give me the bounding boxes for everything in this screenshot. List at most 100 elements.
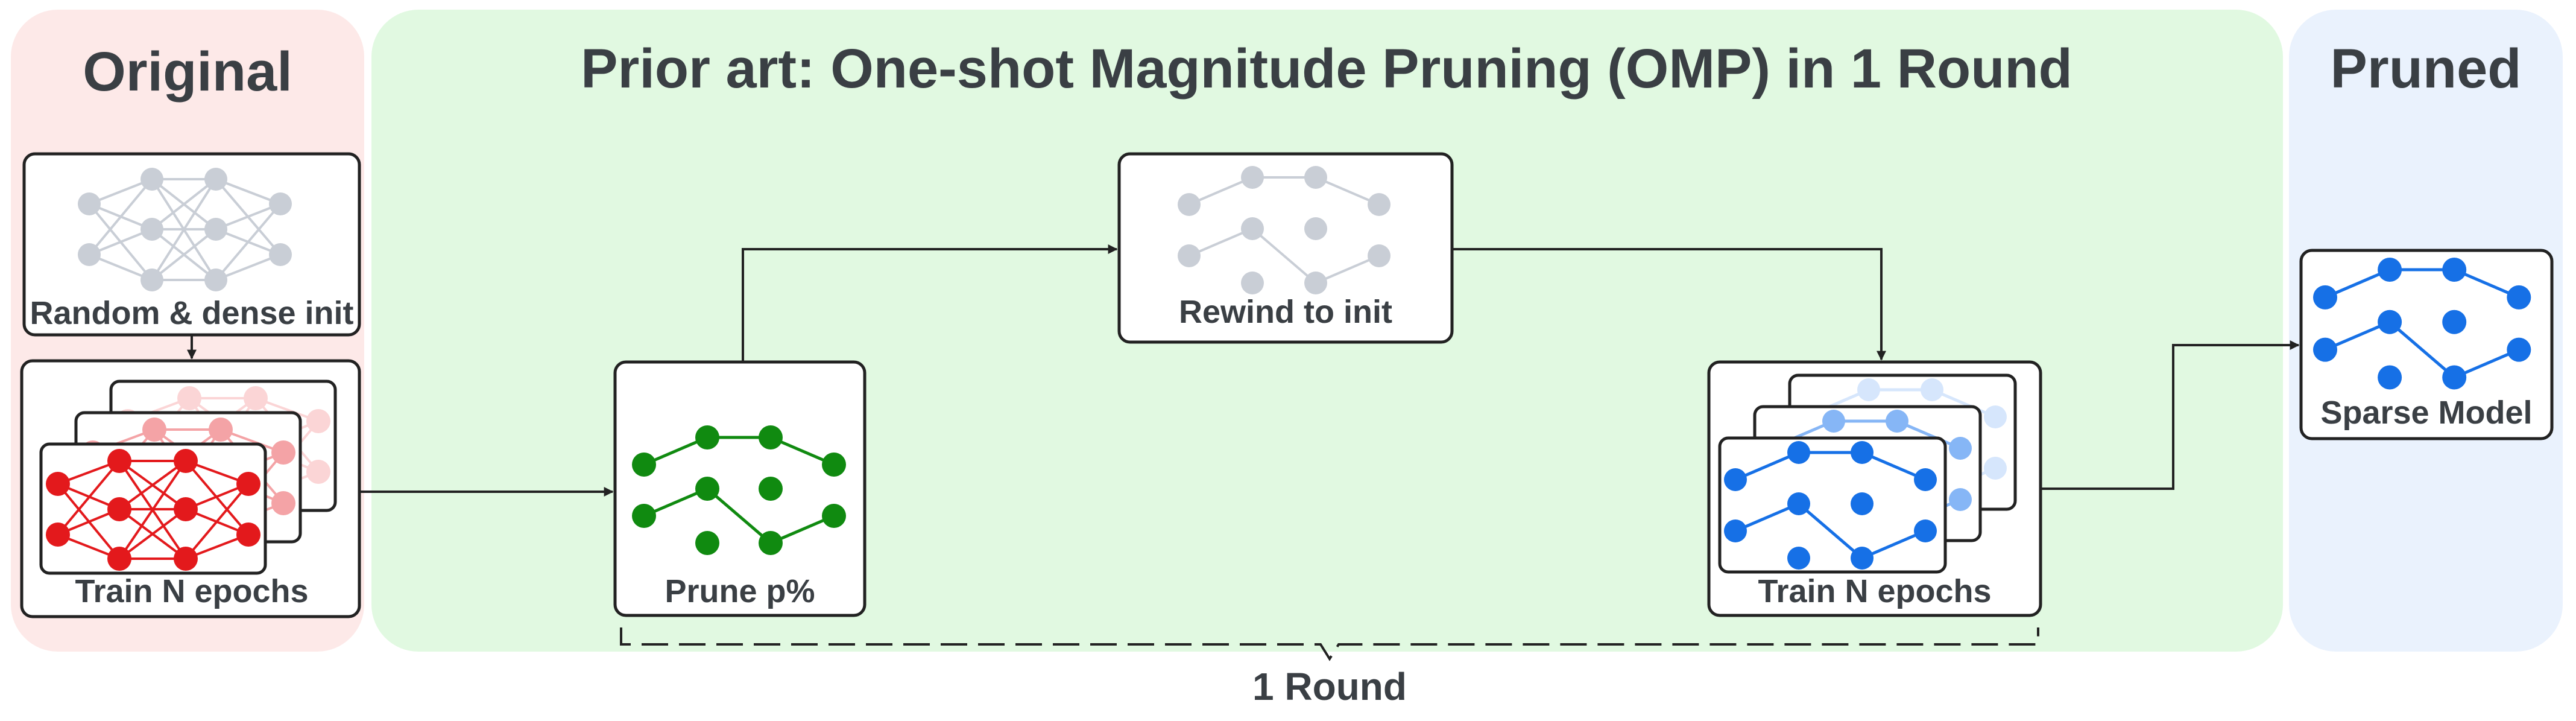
train-retrain-label: Train N epochs bbox=[1758, 573, 1991, 609]
network-node bbox=[2442, 365, 2467, 390]
network-node bbox=[306, 460, 330, 484]
network-node bbox=[695, 425, 719, 449]
network-edge bbox=[1896, 419, 1961, 450]
network-edge bbox=[151, 178, 217, 281]
dense-network-icon bbox=[78, 168, 292, 291]
gray-sparse-network-icon bbox=[1178, 166, 1391, 294]
round-brace bbox=[620, 627, 2039, 661]
network-node bbox=[107, 547, 131, 571]
network-edge bbox=[1931, 388, 1996, 419]
network-node bbox=[1241, 217, 1264, 240]
network-edge bbox=[215, 178, 281, 205]
network-node bbox=[2378, 310, 2402, 334]
network-edge bbox=[88, 178, 153, 256]
rewind-label: Rewind to init bbox=[1179, 294, 1392, 330]
network-edge bbox=[1735, 451, 1799, 481]
network-node bbox=[174, 547, 198, 571]
network-edge bbox=[1861, 451, 1926, 481]
train-to-sparse-arrow bbox=[2042, 340, 2300, 490]
network-node bbox=[236, 472, 260, 496]
network-node bbox=[174, 449, 198, 473]
random-init-box: Random & dense init bbox=[22, 152, 361, 337]
network-edge bbox=[215, 203, 282, 281]
network-node bbox=[759, 531, 783, 555]
network-edge bbox=[118, 508, 187, 560]
network-node bbox=[695, 531, 719, 555]
network-node bbox=[1178, 244, 1201, 267]
network-edge bbox=[185, 483, 250, 560]
round-label: 1 Round bbox=[1252, 665, 1407, 708]
network-node bbox=[1241, 166, 1264, 189]
network-edge bbox=[1189, 227, 1253, 257]
network-node bbox=[1304, 166, 1327, 189]
network-node bbox=[1851, 492, 1874, 515]
network-node bbox=[1851, 441, 1874, 464]
blue-sparse-network-icon bbox=[2313, 258, 2531, 390]
network-node bbox=[1368, 244, 1391, 267]
network-edge bbox=[2388, 320, 2455, 379]
network-node bbox=[46, 472, 70, 496]
network-node bbox=[140, 168, 163, 191]
network-node bbox=[269, 192, 292, 215]
network-node bbox=[1984, 405, 2007, 428]
network-node bbox=[140, 218, 163, 241]
network-node bbox=[306, 409, 330, 433]
network-edge bbox=[151, 228, 217, 281]
network-node bbox=[236, 522, 260, 547]
network-node bbox=[140, 268, 163, 291]
network-node bbox=[1724, 519, 1747, 542]
network-node bbox=[2442, 310, 2467, 334]
train-original-box: Train N epochs bbox=[20, 359, 361, 618]
network-node bbox=[1914, 468, 1937, 491]
blue-network-stack-icon bbox=[1718, 373, 2017, 574]
network-node bbox=[204, 268, 227, 291]
network-node bbox=[107, 449, 131, 473]
network-edge bbox=[1315, 255, 1380, 284]
network-node bbox=[2313, 285, 2337, 310]
train-retrain-box: Train N epochs bbox=[1707, 360, 2042, 617]
green-sparse-network-icon bbox=[632, 425, 846, 555]
network-node bbox=[107, 497, 131, 521]
network-node bbox=[2507, 337, 2531, 362]
network-node bbox=[78, 192, 101, 215]
network-node bbox=[632, 453, 656, 477]
network-node bbox=[1949, 488, 1972, 511]
prune-to-rewind-arrow bbox=[742, 244, 1118, 361]
network-node bbox=[1886, 410, 1908, 433]
network-node bbox=[1368, 193, 1391, 216]
network-node bbox=[822, 504, 846, 528]
network-node bbox=[271, 440, 295, 465]
network-node bbox=[177, 386, 201, 410]
sparse-model-box: Sparse Model bbox=[2299, 249, 2554, 440]
network-edge bbox=[706, 488, 772, 544]
network-edge bbox=[151, 178, 217, 230]
network-node bbox=[1787, 492, 1810, 515]
network-node bbox=[695, 477, 719, 501]
network-node bbox=[46, 522, 70, 547]
network-edge bbox=[1861, 529, 1926, 560]
network-node bbox=[1914, 519, 1937, 542]
network-node bbox=[2378, 365, 2402, 390]
network-node bbox=[271, 491, 295, 515]
network-edge bbox=[1251, 227, 1317, 284]
sparse-model-label: Sparse Model bbox=[2320, 395, 2532, 431]
network-node bbox=[1787, 547, 1810, 570]
network-node bbox=[2313, 337, 2337, 362]
stacked-network-card bbox=[1718, 436, 1947, 574]
network-node bbox=[209, 418, 233, 442]
network-node bbox=[632, 504, 656, 528]
network-edge bbox=[215, 253, 281, 281]
network-edge bbox=[118, 460, 187, 510]
network-node bbox=[78, 243, 101, 266]
prune-label: Prune p% bbox=[665, 573, 815, 609]
network-node bbox=[2442, 258, 2467, 282]
network-node bbox=[1822, 410, 1845, 433]
network-edge bbox=[1315, 176, 1380, 206]
network-edge bbox=[57, 460, 121, 536]
panel-original-title: Original bbox=[83, 41, 292, 103]
network-node bbox=[269, 243, 292, 266]
network-node bbox=[1984, 457, 2007, 480]
network-edge bbox=[1189, 176, 1253, 206]
network-node bbox=[1241, 272, 1264, 294]
